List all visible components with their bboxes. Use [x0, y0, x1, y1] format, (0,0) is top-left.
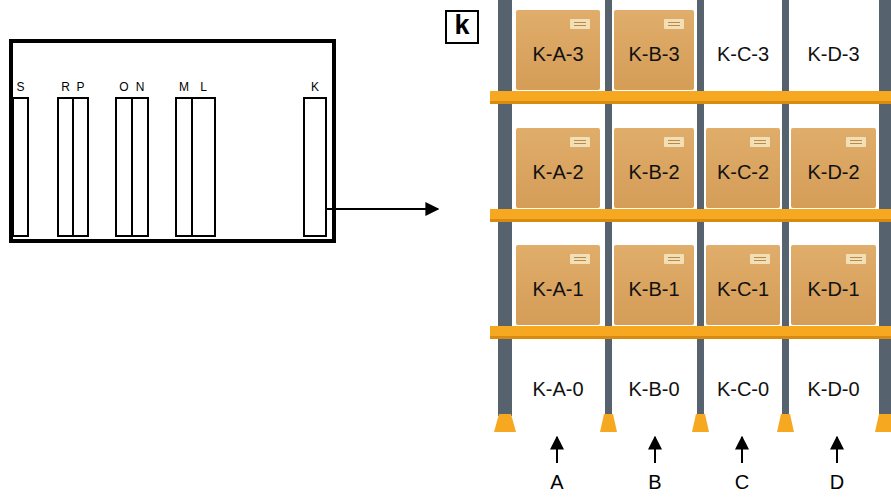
slot-code: K-A-0	[532, 370, 583, 401]
slot-code: K-B-3	[628, 35, 679, 66]
box-label-sticker	[750, 137, 770, 147]
shelf-slot: K-B-2	[614, 128, 694, 208]
shelf-slot: K-A-3	[516, 10, 600, 90]
shelf-slot: K-C-0	[706, 358, 780, 412]
box-label-sticker	[846, 254, 866, 264]
shelf-uprights	[498, 0, 891, 416]
box-label-sticker	[664, 254, 684, 264]
column-letter: C	[722, 471, 762, 494]
rack-letter: L	[200, 80, 207, 94]
shelf-slot: K-B-3	[614, 10, 694, 90]
slot-code: K-C-2	[717, 153, 769, 184]
storage-rack: P	[72, 97, 89, 237]
slot-code: K-C-3	[717, 35, 769, 66]
column-arrows	[557, 437, 837, 463]
storage-rack: K	[303, 97, 327, 237]
box-label-sticker	[750, 254, 770, 264]
shelf-slot: K-C-1	[706, 245, 780, 325]
shelf-slot: K-D-2	[791, 128, 876, 208]
shelf-slot: K-B-0	[614, 358, 694, 412]
shelf-slot: K-D-1	[791, 245, 876, 325]
shelf-feet	[494, 414, 891, 432]
slot-code: K-B-0	[628, 370, 679, 401]
rack-letter: N	[136, 80, 145, 94]
box-label-sticker	[846, 137, 866, 147]
slot-code: K-A-3	[532, 35, 583, 66]
rack-letter: P	[76, 80, 84, 94]
slot-code: K-B-1	[628, 270, 679, 301]
slot-code: K-B-2	[628, 153, 679, 184]
storage-rack: S	[12, 97, 29, 237]
slot-code: K-D-0	[807, 370, 859, 401]
box-label-sticker	[570, 137, 590, 147]
box-label-sticker	[664, 19, 684, 29]
slot-code: K-D-3	[807, 35, 859, 66]
shelf-slot: K-C-2	[706, 128, 780, 208]
shelf-unit: kK-A-3K-B-3K-C-3K-D-3K-A-2K-B-2K-C-2K-D-…	[440, 0, 891, 440]
column-letter: D	[817, 471, 857, 494]
rack-letter: R	[61, 80, 70, 94]
box-label-sticker	[570, 254, 590, 264]
box-label-sticker	[570, 19, 590, 29]
rack-letter: M	[179, 80, 189, 94]
rack-letter: K	[311, 80, 319, 94]
shelf-slot: K-A-2	[516, 128, 600, 208]
slot-code: K-C-0	[717, 370, 769, 401]
column-letter: A	[537, 471, 577, 494]
shelf-id: k	[445, 10, 479, 44]
shelf-slot: K-C-3	[706, 10, 780, 90]
shelf-slot: K-A-0	[516, 358, 600, 412]
slot-code: K-D-2	[807, 153, 859, 184]
shelf-slot: K-A-1	[516, 245, 600, 325]
rack-letter: S	[16, 80, 24, 94]
storage-rack: L	[191, 97, 216, 237]
slot-code: K-C-1	[717, 270, 769, 301]
shelf-beams	[490, 91, 891, 339]
shelf-slot: K-D-3	[791, 10, 876, 90]
column-letter: B	[635, 471, 675, 494]
storage-rack: N	[131, 97, 149, 237]
rack-letter: O	[119, 80, 128, 94]
slot-code: K-A-2	[532, 153, 583, 184]
shelf-slot: K-B-1	[614, 245, 694, 325]
box-label-sticker	[664, 137, 684, 147]
zoom-arrow	[327, 208, 438, 210]
slot-code: K-D-1	[807, 270, 859, 301]
shelf-slot: K-D-0	[791, 358, 876, 412]
floor-plan-outline	[11, 41, 334, 241]
slot-code: K-A-1	[532, 270, 583, 301]
